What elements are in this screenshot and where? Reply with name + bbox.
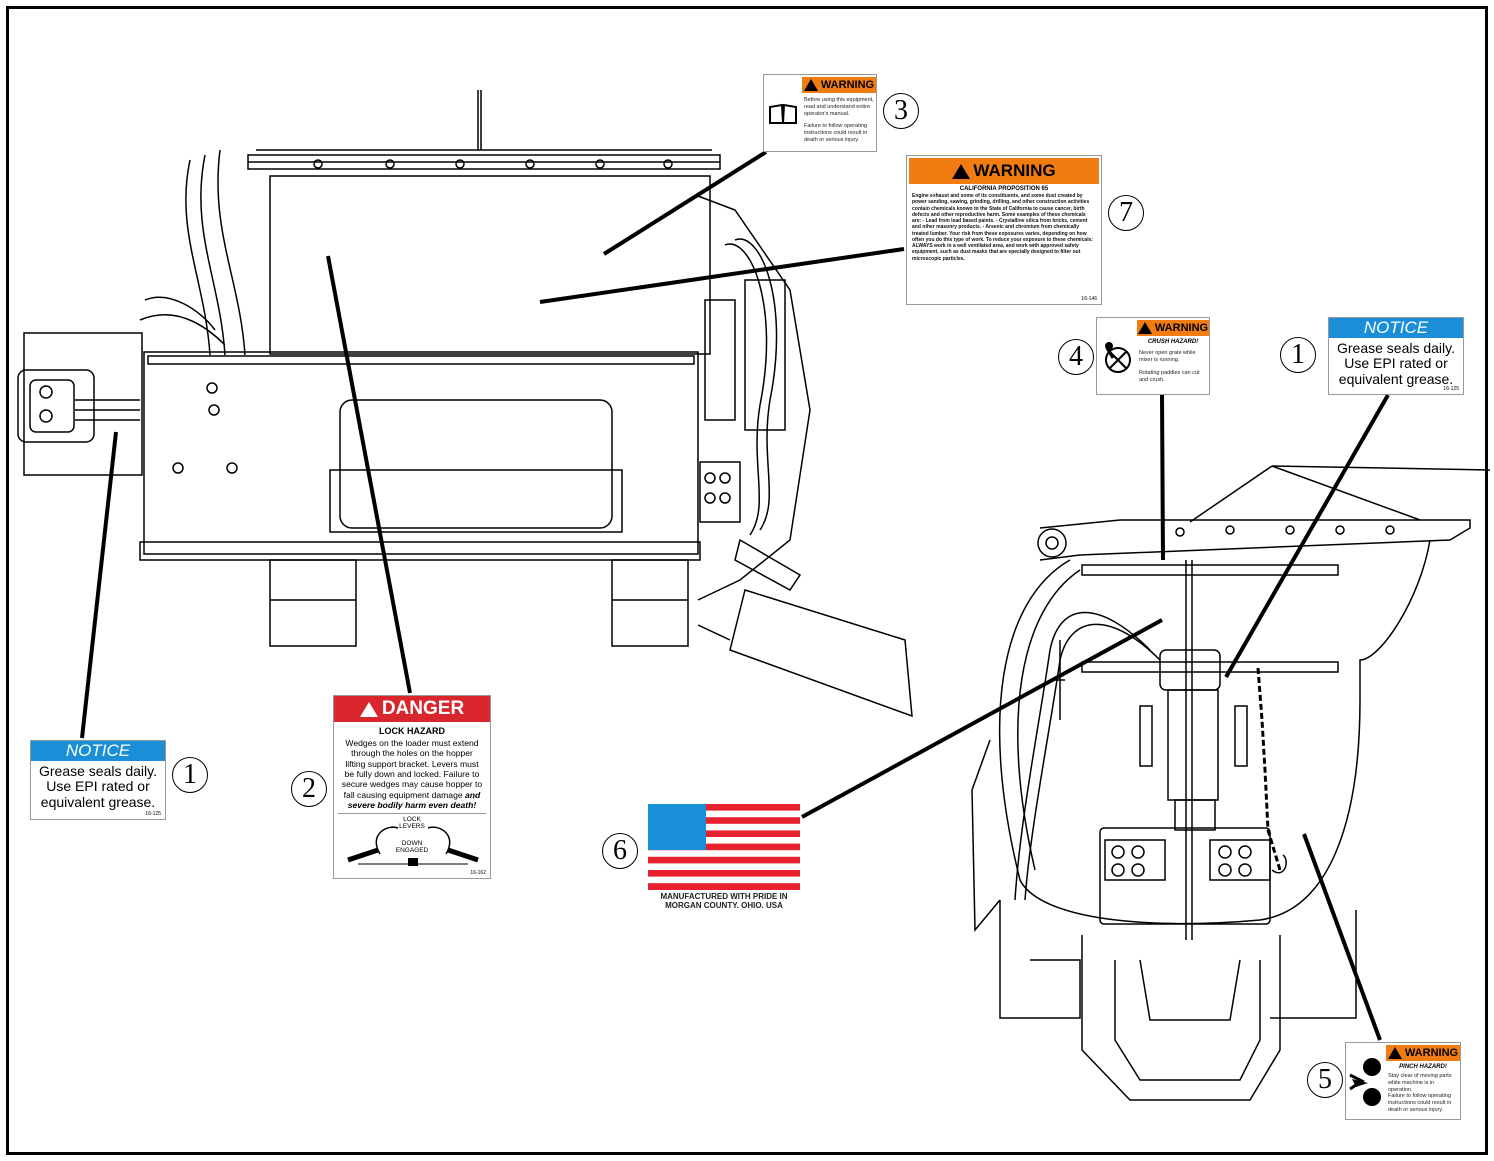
prop65-code: 16-146 [1081,296,1097,302]
warning-crush-title: CRUSH HAZARD! [1147,339,1199,345]
leader-manual [602,150,768,256]
leader-danger [326,255,412,694]
notice-decal-right: NOTICE Grease seals daily. Use EPI rated… [1328,317,1464,395]
flag-caption: MANUFACTURED WITH PRIDE IN MORGAN COUNTY… [660,892,788,908]
flag-decal: MANUFACTURED WITH PRIDE IN MORGAN COUNTY… [648,804,800,908]
leader-prop65 [539,247,905,304]
callout-pinch: 5 [1307,1062,1343,1098]
danger-body-plain: Wedges on the loader must extend through… [341,738,483,800]
warning-manual-line2: Failure to follow operating instructions… [804,123,868,143]
left-mixer-drawing [17,90,913,718]
notice-code: 16-125 [1443,386,1459,392]
warning-manual-header-bar: WARNING [802,77,876,93]
prop65-decal: WARNING CALIFORNIA PROPOSITION 65 Engine… [906,155,1102,305]
book-icon [764,75,802,151]
warning-manual-header: WARNING [820,79,875,91]
warning-pinch-line1: Stay clear of moving parts while machine… [1388,1073,1452,1093]
warning-crush-header: WARNING [1154,322,1209,334]
leader-flag [801,618,1163,819]
prop65-title: CALIFORNIA PROPOSITION 65 [959,186,1049,192]
warning-pinch-line2: Failure to follow operating instructions… [1388,1093,1452,1113]
right-mixer-drawing [971,465,1491,1101]
warning-crush-header-bar: WARNING [1137,320,1209,336]
leader-right-notice [1224,394,1390,678]
notice-body: Grease seals daily. Use EPI rated or equ… [38,763,157,810]
warning-triangle-icon [803,79,818,91]
leader-crush [1160,394,1165,561]
danger-header: DANGER [381,698,465,719]
notice-code: 16-125 [145,811,161,817]
danger-header-bar: DANGER [334,696,490,722]
prop65-body: Engine exhaust and some of its constitue… [912,193,1094,262]
us-flag-icon [648,804,800,890]
prop65-header-bar: WARNING [909,158,1099,184]
warning-manual-line1: Before using this equipment, read and un… [804,97,874,117]
callout-danger: 2 [291,771,327,807]
page-border [6,6,1488,1155]
warning-crush-decal: WARNING CRUSH HAZARD! Never open grate w… [1096,317,1210,395]
warning-manual-decal: WARNING Before using this equipment, rea… [763,74,877,152]
callout-left-notice: 1 [172,757,208,793]
lock-levers-label: LOCK LEVERS [399,816,425,831]
danger-body-emph: and severe bodily harm even death! [347,789,481,810]
crush-hazard-icon [1099,334,1137,382]
warning-triangle-icon [1137,322,1152,334]
warning-triangle-icon [1387,1047,1402,1059]
warning-pinch-header-bar: WARNING [1386,1045,1460,1061]
danger-body: Wedges on the loader must extend through… [334,736,490,810]
warning-pinch-header: WARNING [1404,1047,1459,1059]
notice-body: Grease seals daily. Use EPI rated or equ… [1336,340,1455,387]
danger-title: LOCK HAZARD [379,726,445,736]
notice-header: NOTICE [1329,318,1463,338]
callout-crush: 4 [1058,339,1094,375]
danger-decal: DANGER LOCK HAZARD Wedges on the loader … [333,695,491,879]
leader-left-notice [80,431,118,739]
callout-prop65: 7 [1108,195,1144,231]
warning-triangle-icon [952,163,971,179]
warning-pinch-title: PINCH HAZARD! [1399,1064,1447,1070]
notice-decal-left: NOTICE Grease seals daily. Use EPI rated… [30,740,166,820]
warning-crush-line1: Never open grate while mixer is running. [1139,350,1196,363]
callout-manual: 3 [883,93,919,129]
pinch-hazard-icon [1348,1053,1386,1113]
danger-triangle-icon [359,701,378,717]
lever-icon [347,826,479,867]
down-engaged-label: DOWN ENGAGED [395,840,429,855]
callout-flag: 6 [602,833,638,869]
warning-pinch-decal: WARNING PINCH HAZARD! Stay clear of movi… [1345,1042,1461,1120]
warning-crush-line2: Rotating paddles can cut and crush. [1139,370,1200,383]
danger-code: 16-162 [470,870,486,876]
leader-pinch [1302,833,1382,1041]
callout-right-notice: 1 [1280,337,1316,373]
prop65-header: WARNING [973,161,1056,180]
leader-lines [80,150,1390,1041]
notice-header: NOTICE [31,741,165,761]
danger-lever-diagram: LOCK LEVERS DOWN ENGAGED [338,813,486,870]
